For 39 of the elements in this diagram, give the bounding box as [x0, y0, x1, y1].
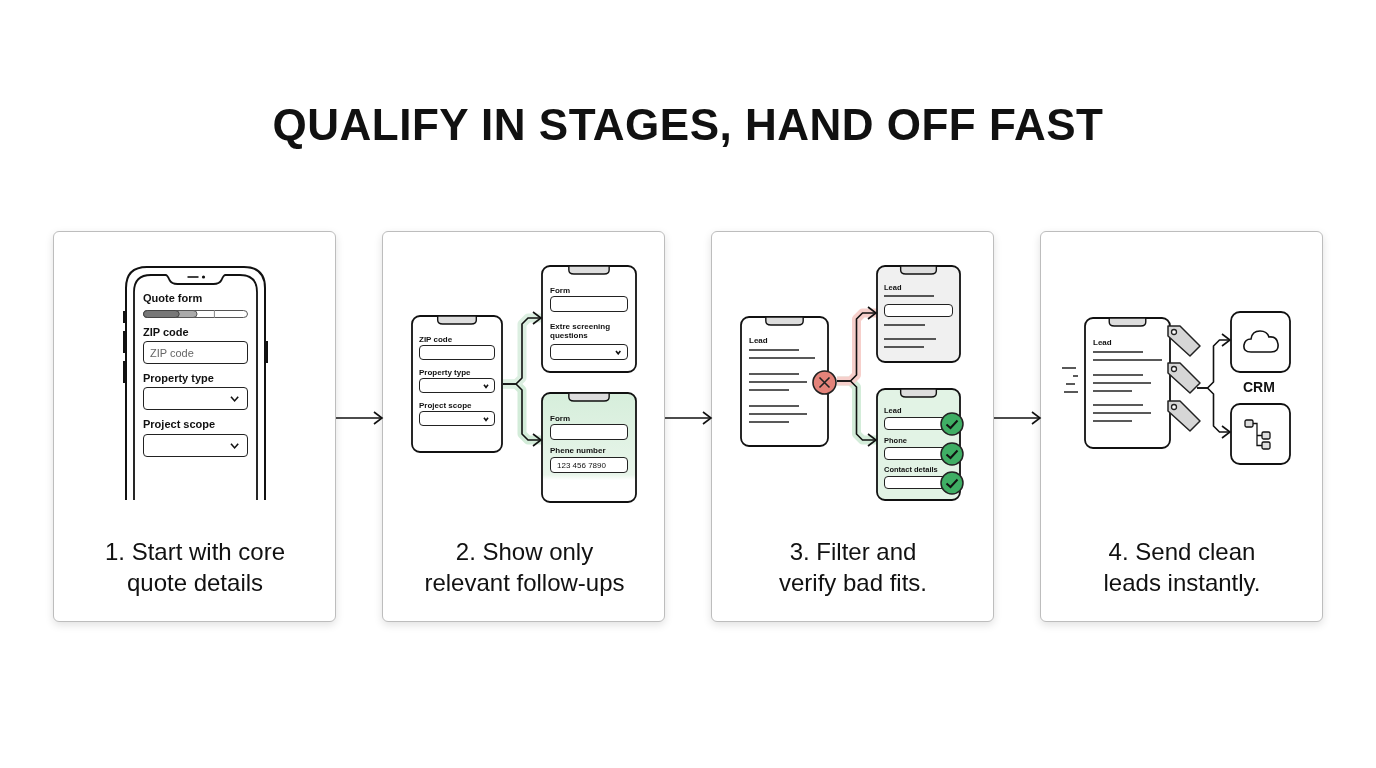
form-screen	[541, 392, 637, 503]
phone-mockup	[125, 266, 266, 500]
reject-icon	[812, 370, 837, 395]
step-card	[53, 231, 336, 622]
field-label: Form	[550, 286, 570, 296]
arrow	[1196, 387, 1231, 439]
title: QUALIFY IN STAGES, HAND OFF FAST	[271, 100, 1105, 150]
field-label: Quote form	[143, 292, 203, 305]
field-label: Form	[550, 414, 570, 424]
input-field: ZIP code	[143, 341, 248, 364]
input-field: 123 456 7890	[550, 457, 628, 473]
step-caption: 3. Filter and verify bad fits.	[777, 537, 929, 598]
field-label: Extre screening questions	[550, 322, 612, 341]
cloud-tile	[1230, 311, 1291, 373]
field-label: ZIP code	[143, 326, 189, 339]
field-label: Project scope	[419, 401, 472, 411]
step-caption: 1. Start with core quote details	[103, 537, 287, 598]
form-screen	[876, 265, 961, 363]
step-card	[1040, 231, 1323, 622]
field-label: Property type	[419, 368, 471, 378]
arrow	[664, 411, 712, 425]
field-label: Phene number	[550, 446, 606, 456]
step-card	[711, 231, 994, 622]
form-screen	[541, 265, 637, 373]
system-label: CRM	[1243, 379, 1275, 395]
field-label: ZIP code	[419, 335, 453, 345]
field-label: Property type	[143, 372, 214, 385]
field-label: Lead	[1093, 338, 1112, 348]
arrow	[335, 411, 383, 425]
form-screen	[411, 315, 503, 453]
arrow	[993, 411, 1041, 425]
field-label: Project scope	[143, 418, 216, 431]
field-label: Lead	[749, 336, 768, 346]
step-caption: 2. Show only relevant follow-ups	[423, 537, 626, 598]
lead-document	[740, 316, 829, 447]
step-card	[382, 231, 665, 622]
step-caption: 4. Send clean leads instantly.	[1102, 537, 1262, 598]
workflow-tile	[1230, 403, 1291, 465]
form-screen	[876, 388, 961, 501]
